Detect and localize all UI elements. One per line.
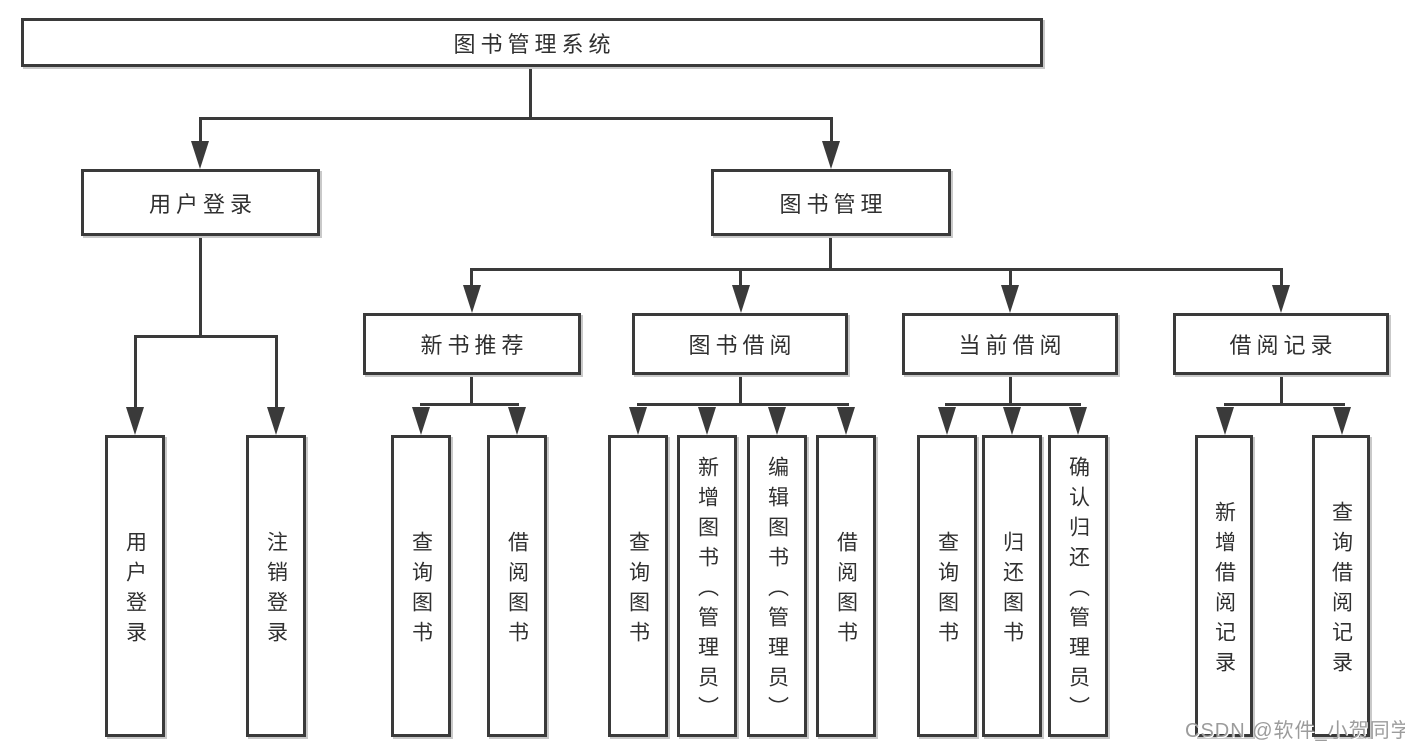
leaf-user-login: 用户登录 [105, 435, 165, 737]
leaf-label: 借阅图书 [505, 530, 529, 651]
leaf-label: 编辑图书（管理员） [765, 455, 789, 726]
arrowhead-down-icon [463, 285, 481, 313]
connector-line [1009, 268, 1012, 288]
connector-line [199, 117, 202, 144]
node-label: 图书管理系统 [453, 31, 616, 57]
arrowhead-down-icon [732, 285, 750, 313]
leaf-label: 借阅图书 [834, 530, 858, 651]
node-label: 图书借阅 [688, 333, 797, 358]
connector-line [1280, 268, 1283, 288]
node-current-borrowing: 当前借阅 [902, 313, 1118, 375]
node-user-login: 用户登录 [81, 169, 320, 236]
connector-line [830, 117, 833, 144]
arrowhead-down-icon [837, 407, 855, 435]
leaf-borrow-books-2: 借阅图书 [816, 435, 876, 737]
arrowhead-down-icon [629, 407, 647, 435]
node-label: 图书管理 [779, 191, 888, 217]
node-label: 借阅记录 [1229, 333, 1338, 358]
connector-line [739, 268, 742, 288]
node-root: 图书管理系统 [21, 18, 1043, 67]
leaf-add-borrow-record: 新增借阅记录 [1195, 435, 1253, 737]
arrowhead-down-icon [191, 141, 209, 169]
connector-line [134, 335, 137, 410]
leaf-query-books-2: 查询图书 [608, 435, 668, 737]
leaf-edit-book-admin: 编辑图书（管理员） [747, 435, 807, 737]
connector-line [529, 66, 532, 120]
leaf-label: 新增图书（管理员） [695, 455, 719, 726]
node-book-management: 图书管理 [711, 169, 951, 236]
arrowhead-down-icon [1069, 407, 1087, 435]
connector-line [420, 403, 519, 406]
leaf-label: 确认归还（管理员） [1066, 455, 1090, 726]
leaf-label: 查询图书 [409, 530, 433, 651]
connector-line [134, 335, 278, 338]
node-borrowing-records: 借阅记录 [1173, 313, 1389, 375]
connector-line [470, 375, 473, 405]
arrowhead-down-icon [822, 141, 840, 169]
arrowhead-down-icon [126, 407, 144, 435]
leaf-logout: 注销登录 [246, 435, 306, 737]
leaf-query-borrow-record: 查询借阅记录 [1312, 435, 1370, 737]
leaf-label: 注销登录 [264, 530, 288, 651]
node-label: 新书推荐 [420, 333, 529, 358]
leaf-label: 新增借阅记录 [1212, 500, 1236, 681]
connector-line [739, 375, 742, 405]
arrowhead-down-icon [1001, 285, 1019, 313]
arrowhead-down-icon [768, 407, 786, 435]
arrowhead-down-icon [698, 407, 716, 435]
leaf-label: 用户登录 [123, 530, 147, 651]
arrowhead-down-icon [508, 407, 526, 435]
connector-line [1280, 375, 1283, 405]
leaf-query-books-3: 查询图书 [917, 435, 977, 737]
connector-line [637, 403, 849, 406]
node-new-book-recommend: 新书推荐 [363, 313, 581, 375]
leaf-label: 查询图书 [935, 530, 959, 651]
leaf-query-books-1: 查询图书 [391, 435, 451, 737]
leaf-label: 查询图书 [626, 530, 650, 651]
arrowhead-down-icon [267, 407, 285, 435]
leaf-label: 查询借阅记录 [1329, 500, 1353, 681]
arrowhead-down-icon [1272, 285, 1290, 313]
leaf-confirm-return-admin: 确认归还（管理员） [1048, 435, 1108, 737]
node-label: 用户登录 [148, 191, 257, 217]
connector-line [945, 403, 1081, 406]
connector-line [470, 268, 473, 288]
connector-line [470, 268, 1283, 271]
leaf-return-books: 归还图书 [982, 435, 1042, 737]
leaf-borrow-books-1: 借阅图书 [487, 435, 547, 737]
arrowhead-down-icon [1216, 407, 1234, 435]
leaf-add-book-admin: 新增图书（管理员） [677, 435, 737, 737]
node-label: 当前借阅 [958, 333, 1067, 358]
connector-line [1224, 403, 1345, 406]
node-book-borrowing: 图书借阅 [632, 313, 848, 375]
connector-line [275, 335, 278, 410]
arrowhead-down-icon [1003, 407, 1021, 435]
arrowhead-down-icon [938, 407, 956, 435]
arrowhead-down-icon [412, 407, 430, 435]
arrowhead-down-icon [1333, 407, 1351, 435]
leaf-label: 归还图书 [1000, 530, 1024, 651]
connector-line [199, 235, 202, 338]
connector-line [1009, 375, 1012, 405]
csdn-watermark: CSDN @软件_小贺同学 [1185, 720, 1405, 742]
connector-line [199, 117, 833, 120]
connector-line [829, 235, 832, 271]
